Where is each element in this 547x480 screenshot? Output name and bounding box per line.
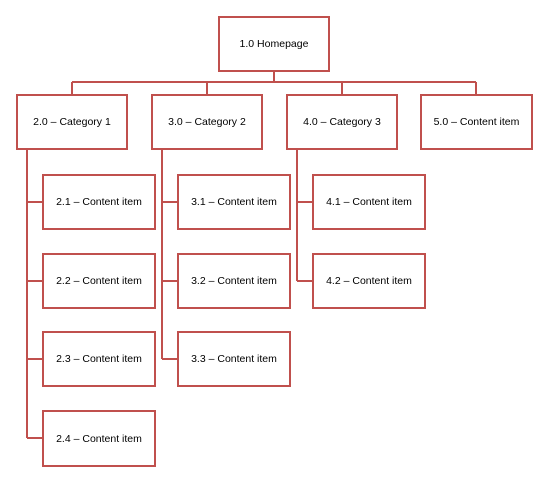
content-item-label: 2.1 – Content item bbox=[56, 196, 142, 208]
content-item-5-label: 5.0 – Content item bbox=[433, 116, 520, 128]
content-item-3-2-node: 3.2 – Content item bbox=[177, 253, 291, 309]
content-item-label: 2.4 – Content item bbox=[56, 432, 142, 445]
content-item-2-4-node: 2.4 – Content item bbox=[42, 410, 156, 467]
content-item-label: 3.2 – Content item bbox=[191, 275, 277, 287]
content-item-label: 4.1 – Content item bbox=[326, 196, 412, 208]
category-1-label: 2.0 – Category 1 bbox=[33, 116, 111, 128]
content-item-3-3-node: 3.3 – Content item bbox=[177, 331, 291, 387]
content-item-label: 3.1 – Content item bbox=[191, 196, 277, 208]
content-item-4-1-node: 4.1 – Content item bbox=[312, 174, 426, 230]
content-item-2-3-node: 2.3 – Content item bbox=[42, 331, 156, 387]
category-2-label: 3.0 – Category 2 bbox=[168, 116, 246, 128]
category-2-node: 3.0 – Category 2 bbox=[151, 94, 263, 150]
content-item-5-node: 5.0 – Content item bbox=[420, 94, 533, 150]
homepage-node: 1.0 Homepage bbox=[218, 16, 330, 72]
content-item-label: 3.3 – Content item bbox=[191, 353, 277, 365]
content-item-label: 4.2 – Content item bbox=[326, 275, 412, 287]
content-item-4-2-node: 4.2 – Content item bbox=[312, 253, 426, 309]
content-item-label: 2.3 – Content item bbox=[56, 353, 142, 365]
content-item-3-1-node: 3.1 – Content item bbox=[177, 174, 291, 230]
content-item-label: 2.2 – Content item bbox=[56, 275, 142, 287]
category-3-node: 4.0 – Category 3 bbox=[286, 94, 398, 150]
content-item-2-1-node: 2.1 – Content item bbox=[42, 174, 156, 230]
content-item-2-2-node: 2.2 – Content item bbox=[42, 253, 156, 309]
category-1-node: 2.0 – Category 1 bbox=[16, 94, 128, 150]
category-3-label: 4.0 – Category 3 bbox=[303, 116, 381, 128]
homepage-label: 1.0 Homepage bbox=[239, 38, 309, 50]
